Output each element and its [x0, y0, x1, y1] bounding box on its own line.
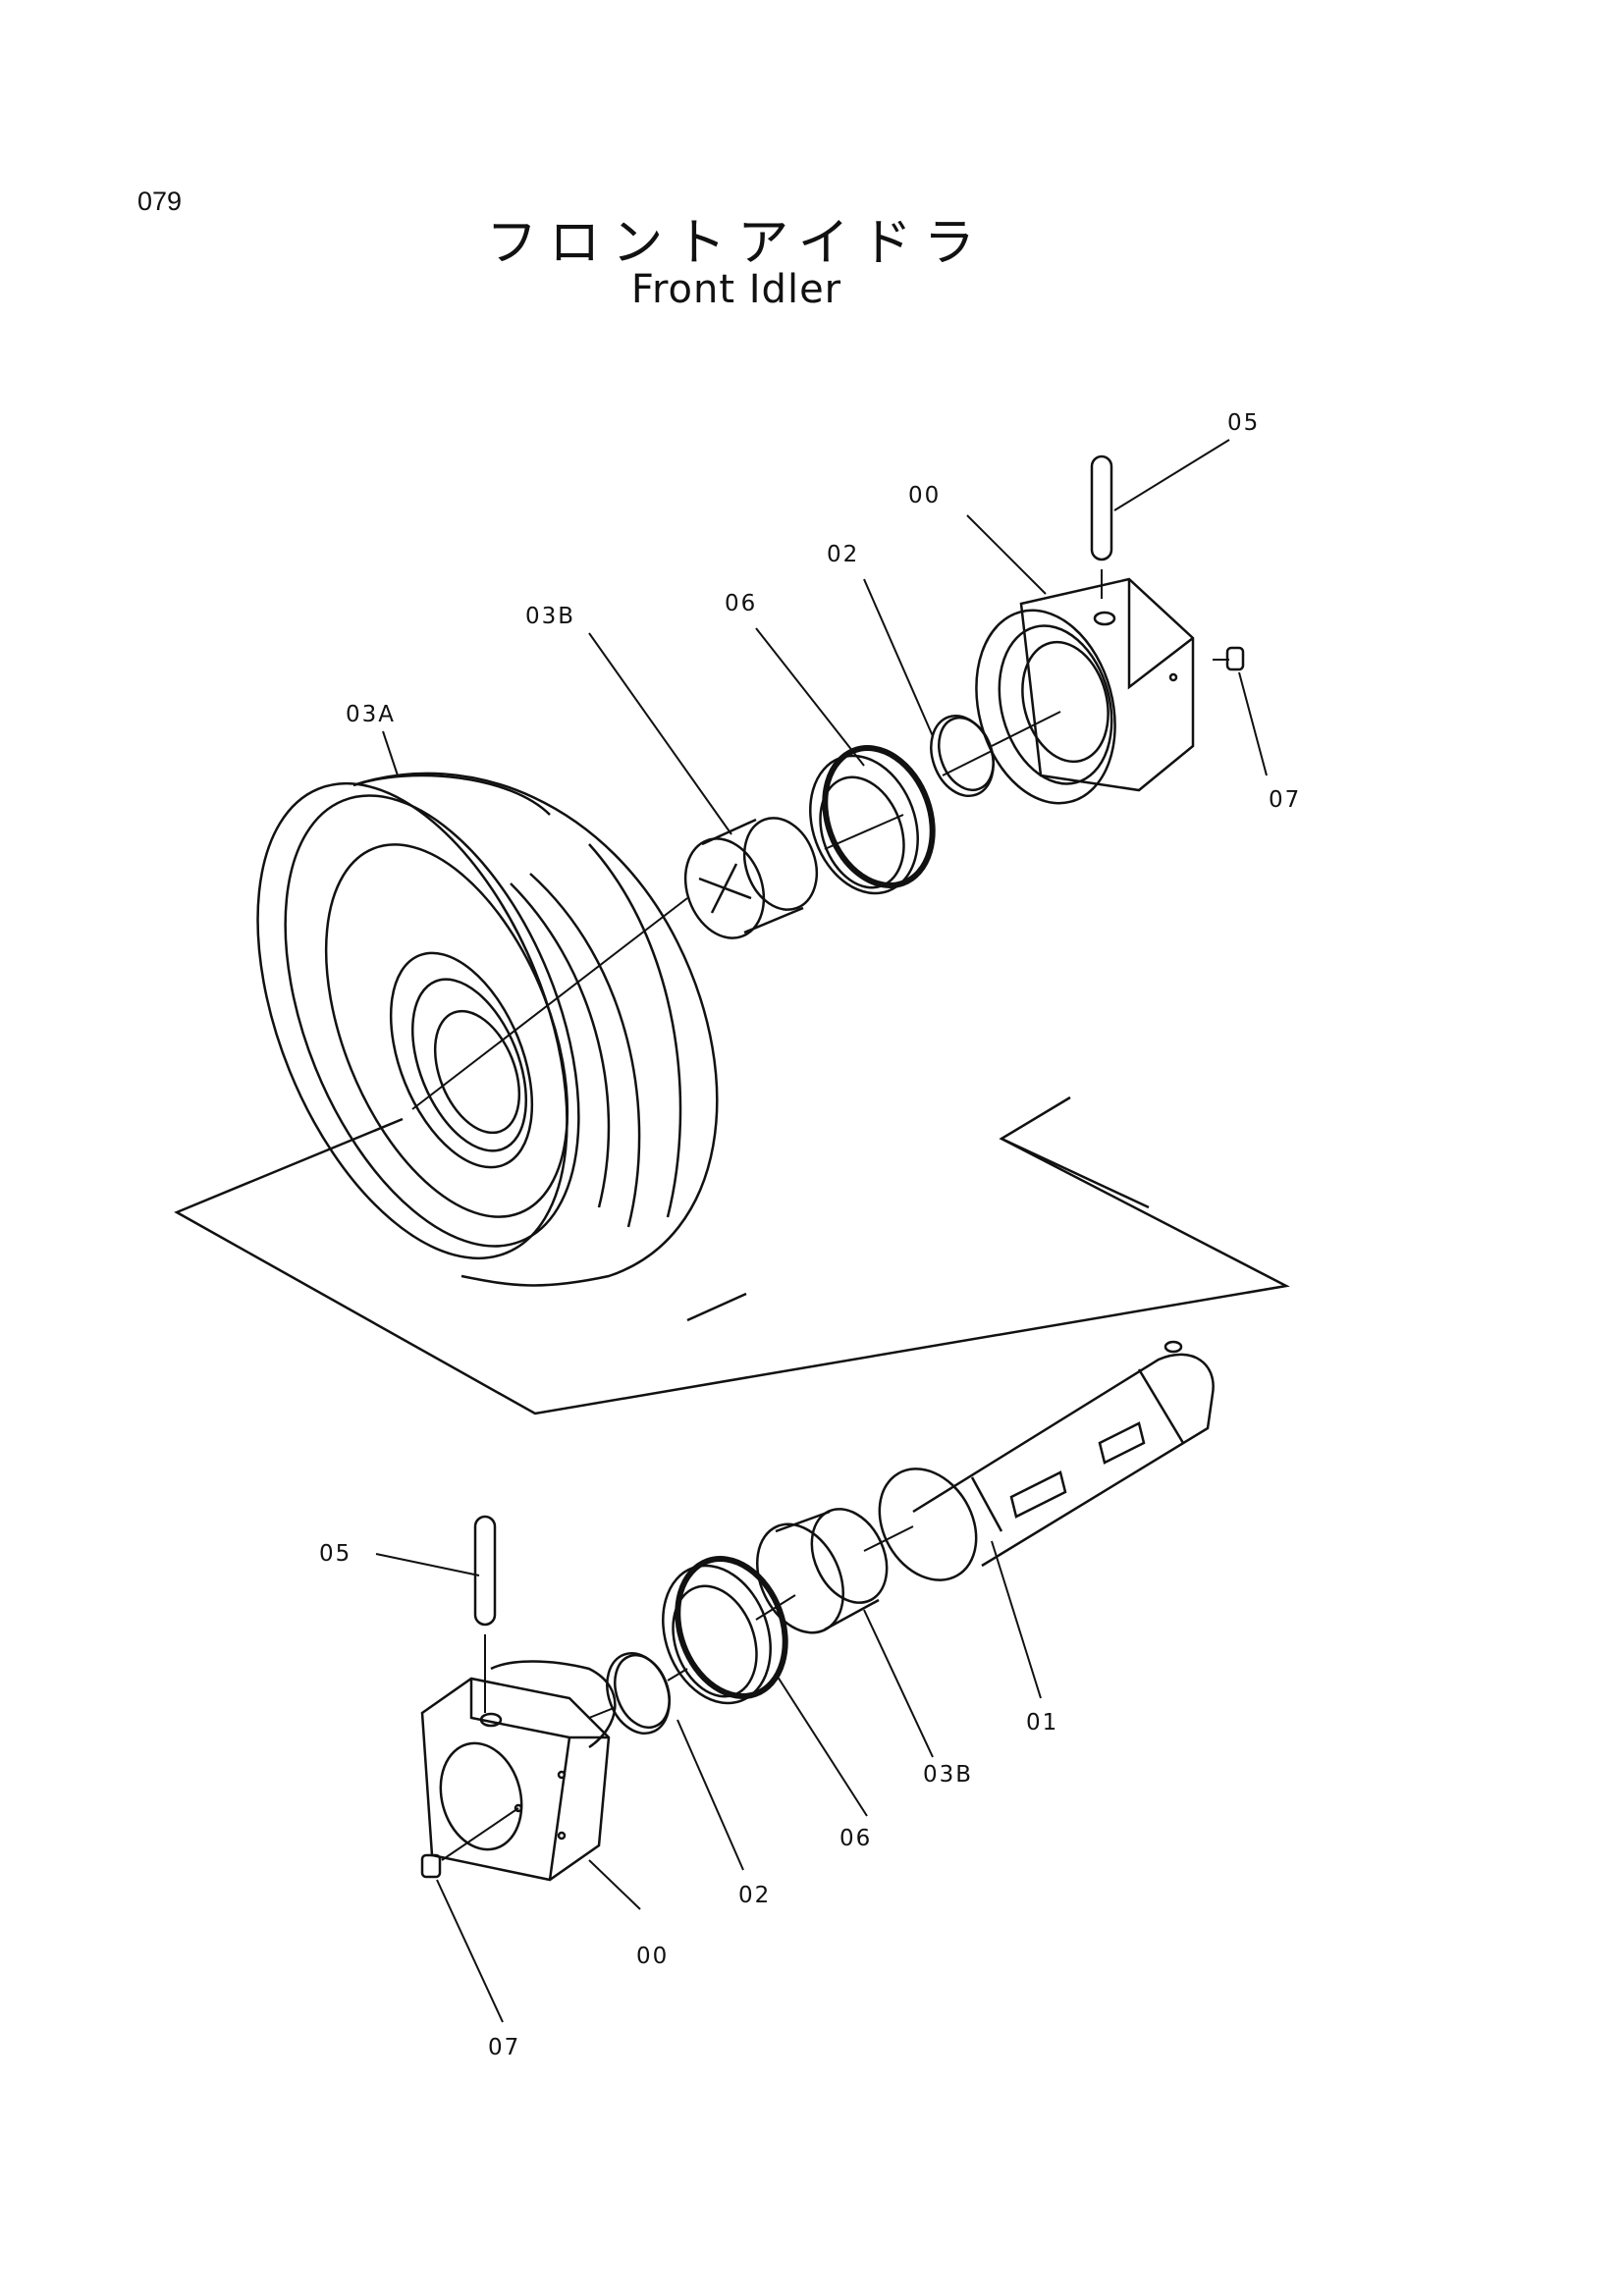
callout-seal-bottom: 06 — [839, 1826, 872, 1851]
callout-plug-top: 07 — [1269, 787, 1301, 813]
title-english: Front Idler — [630, 267, 842, 312]
leader-lines — [375, 439, 1268, 2023]
callout-bushing-top: 03B — [525, 604, 575, 629]
callout-pin-top: 05 — [1227, 410, 1260, 436]
bushing-top — [683, 817, 819, 939]
pin-bottom — [473, 1515, 497, 1627]
callout-bushing-bottom: 03B — [923, 1762, 973, 1788]
plug-bottom — [420, 1853, 442, 1879]
bushing-bottom — [755, 1508, 889, 1634]
assembly-frame — [174, 1095, 1290, 1415]
idler-wheel — [256, 772, 719, 1287]
callout-plug-bottom: 07 — [488, 2035, 520, 2060]
callout-oring-bottom: 02 — [738, 1883, 771, 1908]
callout-oring-top: 02 — [827, 542, 859, 567]
callout-seal-top: 06 — [725, 591, 757, 616]
alignment-lines — [411, 569, 1229, 1861]
callout-pin-bottom: 05 — [319, 1541, 352, 1567]
yoke-bottom — [420, 1660, 617, 1882]
seal-bottom — [662, 1556, 788, 1705]
page-number: 079 — [137, 187, 183, 216]
callout-yoke-top: 00 — [908, 483, 941, 508]
oring-top — [930, 714, 995, 798]
seal-top — [809, 745, 936, 895]
title-japanese: フロントアイドラ — [486, 214, 987, 273]
callout-yoke-bottom: 00 — [636, 1944, 669, 1969]
callout-labels: 05 00 02 06 03B 03A 07 05 01 03B 06 02 0… — [319, 410, 1301, 2060]
callout-shaft: 01 — [1026, 1710, 1058, 1735]
yoke-top — [975, 577, 1195, 805]
callout-idler-wheel: 03A — [346, 702, 396, 727]
shaft — [878, 1340, 1215, 1581]
oring-bottom — [606, 1651, 671, 1735]
plug-top — [1225, 646, 1245, 671]
pin-top — [1090, 454, 1113, 561]
